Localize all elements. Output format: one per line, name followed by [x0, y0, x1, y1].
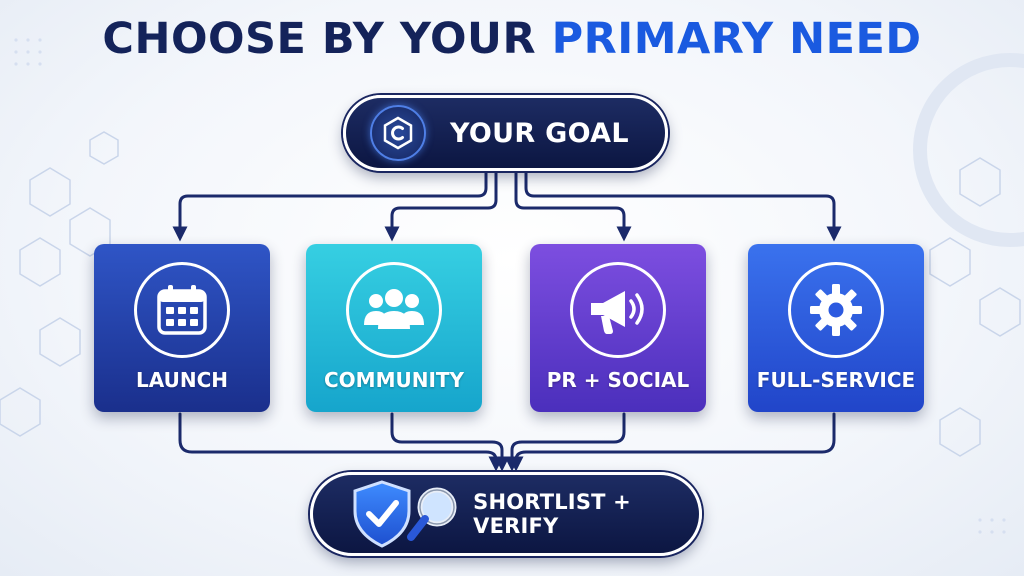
people-icon	[346, 262, 442, 358]
connector-goal-to-full	[524, 170, 842, 242]
connector-full-to-verify	[508, 412, 836, 472]
magnifier-icon	[407, 487, 457, 541]
calendar-icon	[134, 262, 230, 358]
connector-goal-to-launch	[172, 170, 488, 242]
connector-goal-to-pr	[514, 170, 632, 242]
cube-c-logo-icon	[370, 105, 426, 161]
shield-check-icon	[353, 480, 411, 548]
goal-node: YOUR GOAL	[343, 95, 668, 171]
connector-pr-to-verify	[504, 412, 626, 472]
title-part-accent: PRIMARY NEED	[551, 14, 922, 64]
option-label-full-service: FULL-SERVICE	[756, 368, 916, 392]
option-card-launch: LAUNCH	[94, 244, 270, 412]
option-card-pr-social: PR + SOCIAL	[530, 244, 706, 412]
gear-icon	[788, 262, 884, 358]
title-part-dark: CHOOSE BY YOUR	[102, 14, 537, 64]
option-card-full-service: FULL-SERVICE	[748, 244, 924, 412]
option-label-community: COMMUNITY	[323, 368, 465, 392]
option-card-community: COMMUNITY	[306, 244, 482, 412]
shortlist-verify-label: SHORTLIST + VERIFY	[473, 490, 631, 538]
verify-icons	[351, 479, 459, 549]
connector-launch-to-verify	[178, 412, 504, 472]
option-label-pr-social: PR + SOCIAL	[546, 368, 690, 392]
option-label-launch: LAUNCH	[135, 368, 228, 392]
megaphone-icon	[570, 262, 666, 358]
connector-goal-to-community	[384, 170, 498, 242]
shortlist-verify-node: SHORTLIST + VERIFY	[310, 472, 702, 556]
goal-label: YOUR GOAL	[450, 117, 629, 149]
connector-community-to-verify	[390, 412, 510, 472]
page-title: CHOOSE BY YOUR PRIMARY NEED	[0, 14, 1024, 64]
